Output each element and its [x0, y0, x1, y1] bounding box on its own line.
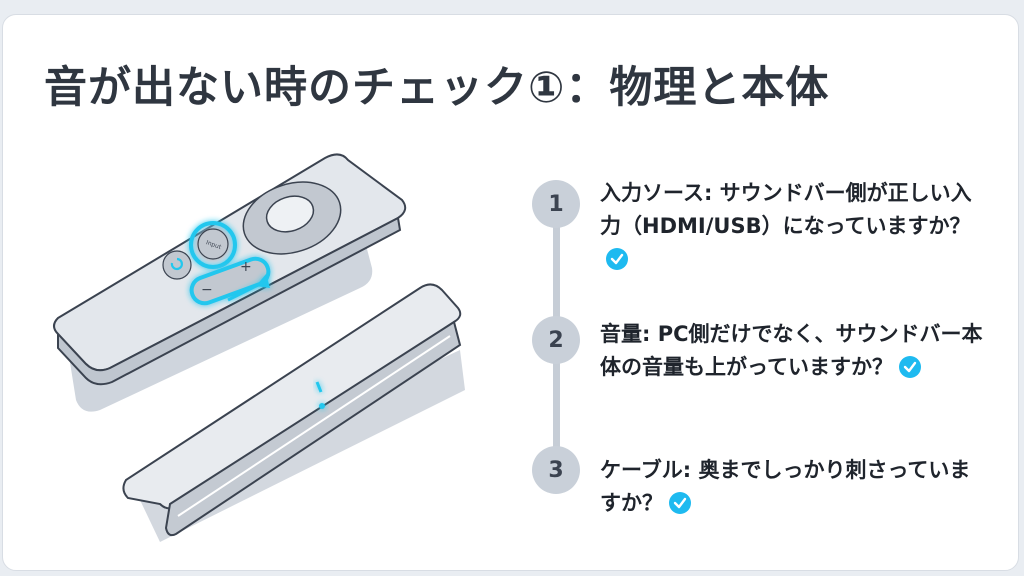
step-text-3: ケーブル: 奥までしっかり刺さっていますか？: [600, 458, 971, 515]
step-item-1: 入力ソース: サウンドバー側が正しい入力（HDMI/USB）になっていますか？: [600, 177, 990, 276]
check-circle-icon: [898, 356, 921, 378]
step-number-1: 1: [532, 180, 580, 228]
dpad-ring: [242, 181, 342, 255]
step-text-1: 入力ソース: サウンドバー側が正しい入力（HDMI/USB）になっていますか？: [600, 181, 972, 238]
remote-control: Input − +: [53, 153, 407, 386]
page-title: 音が出ない時のチェック①：物理と本体: [44, 63, 830, 113]
step-number-2: 2: [532, 316, 580, 364]
remote-and-soundbar-illustration: Input − +: [53, 153, 465, 542]
volume-plus-icon: +: [240, 259, 252, 275]
input-button: [189, 221, 237, 269]
step-text-2: 音量: PC側だけでなく、サウンドバー本体の音量も上がっていますか？: [600, 322, 983, 379]
volume-up-arrow-icon: [227, 274, 270, 302]
check-circle-icon: [606, 248, 628, 270]
soundbar-indicator-light: [315, 381, 325, 409]
step-item-3: ケーブル: 奥までしっかり刺さっていますか？: [600, 454, 990, 520]
volume-minus-icon: −: [201, 282, 213, 298]
volume-rocker: [189, 256, 271, 306]
soundbar: [122, 283, 462, 537]
back-button: [162, 250, 192, 280]
step-item-2: 音量: PC側だけでなく、サウンドバー本体の音量も上がっていますか？: [600, 318, 990, 384]
check-circle-icon: [669, 492, 691, 514]
step-number-3: 3: [532, 446, 580, 494]
back-arrow-icon: [170, 257, 183, 271]
